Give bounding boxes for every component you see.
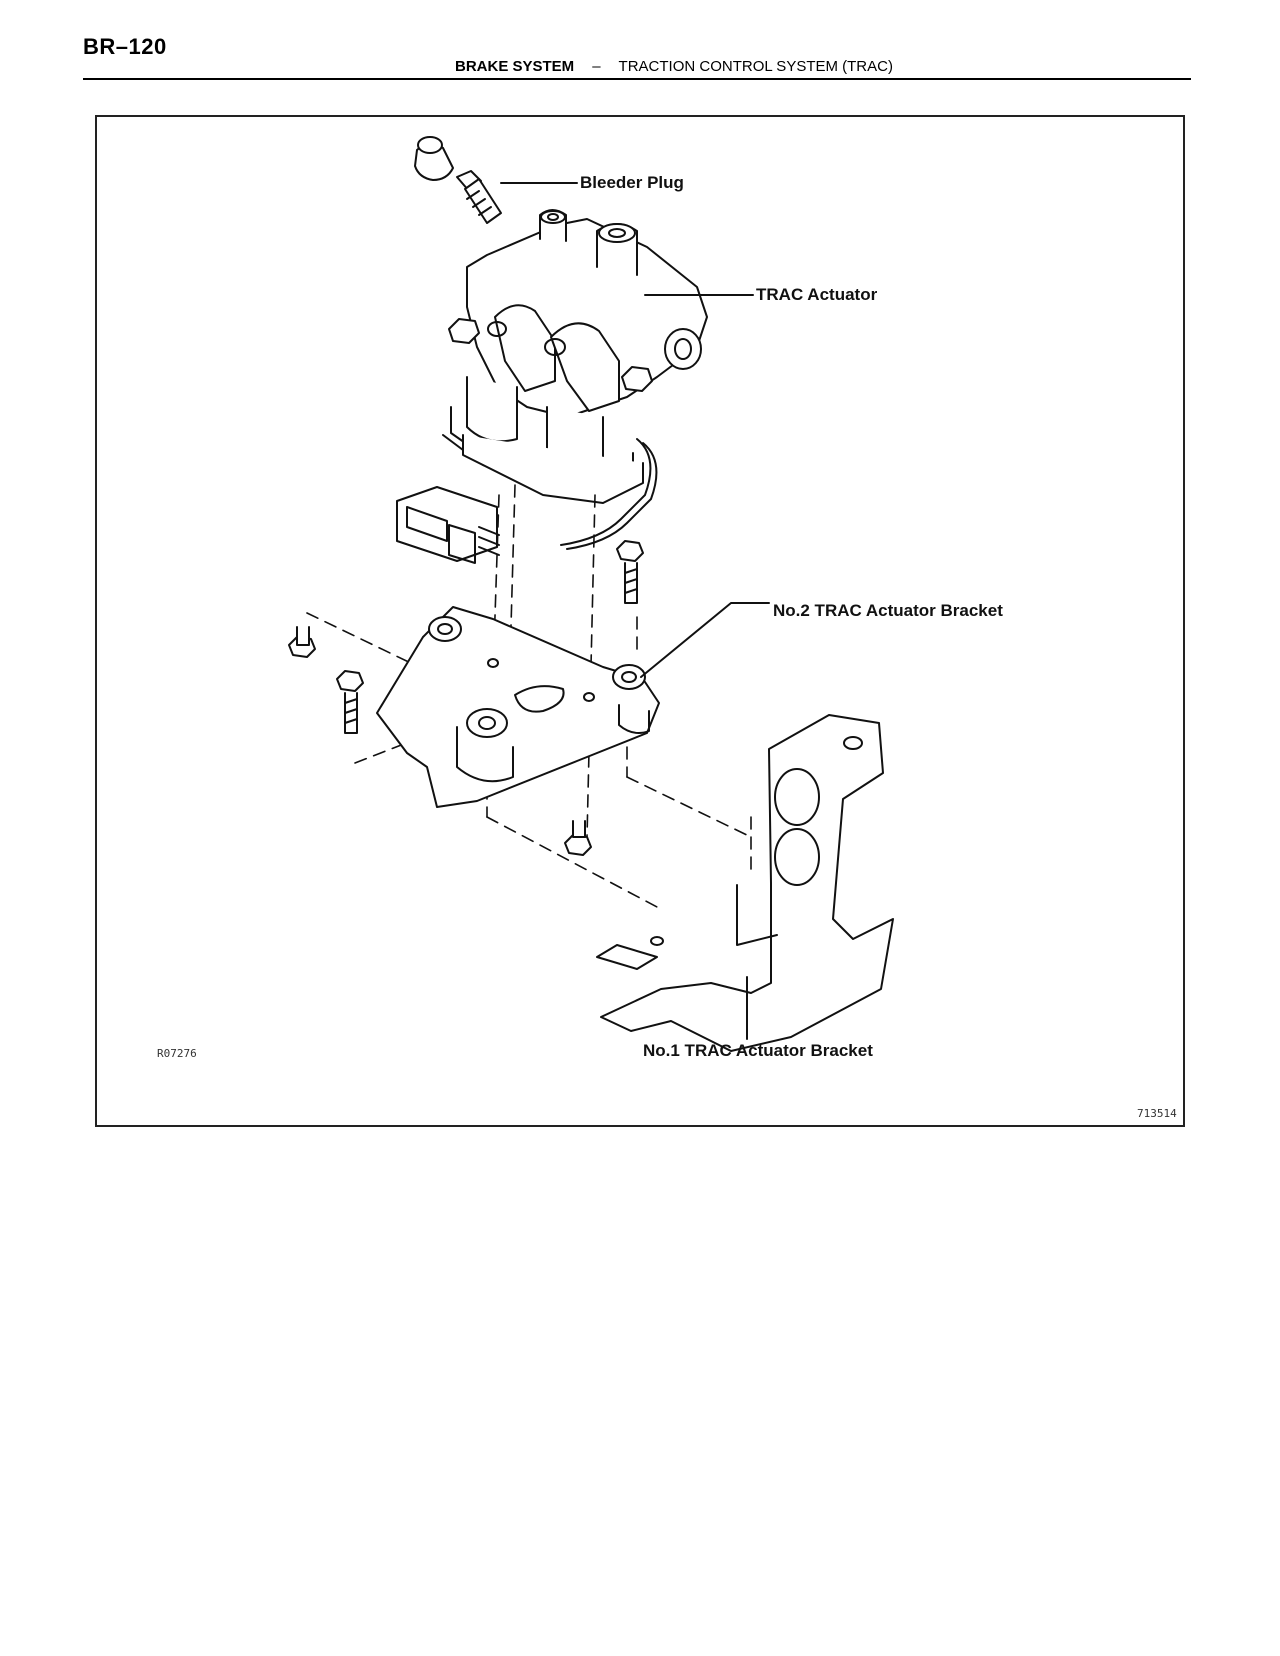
corner-code: 713514 <box>1137 1107 1177 1120</box>
subsection-title: TRACTION CONTROL SYSTEM (TRAC) <box>618 58 893 75</box>
mounting-bolts <box>288 540 644 856</box>
section-title: BRAKE SYSTEM <box>455 58 575 75</box>
figure-frame: Bleeder Plug TRAC Actuator No.2 TRAC Act… <box>95 115 1185 1127</box>
figure-code: R07276 <box>157 1047 197 1060</box>
no1-bracket-drawing <box>596 714 894 1052</box>
header-rule <box>83 78 1191 80</box>
header-title: BRAKE SYSTEM–TRACTION CONTROL SYSTEM (TR… <box>455 58 893 75</box>
no2-bracket-drawing <box>376 602 770 808</box>
page-number: BR–120 <box>83 34 167 59</box>
exploded-view-illustration <box>288 136 894 1052</box>
trac-actuator-drawing <box>396 209 754 564</box>
header-separator: – <box>592 58 601 75</box>
label-bleeder-plug: Bleeder Plug <box>580 173 684 192</box>
label-no2-bracket: No.2 TRAC Actuator Bracket <box>773 601 1003 620</box>
label-no1-bracket: No.1 TRAC Actuator Bracket <box>643 1041 873 1060</box>
label-trac-actuator: TRAC Actuator <box>756 285 878 304</box>
bleeder-plug-drawing <box>414 136 578 224</box>
